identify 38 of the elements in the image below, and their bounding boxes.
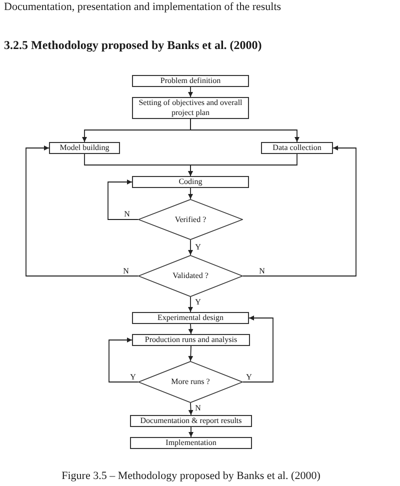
decision-diamond: More runs ? <box>138 361 243 403</box>
arrow <box>108 180 138 220</box>
edge-label: N <box>258 266 266 276</box>
arrow <box>188 346 194 362</box>
process-box: Implementation <box>130 437 252 449</box>
arrow <box>188 402 194 416</box>
figure-caption: Figure 3.5 – Methodology proposed by Banks et al. (2000) <box>60 469 322 483</box>
edge-label: Y <box>245 372 253 382</box>
decision-diamond: Verified ? <box>138 199 243 240</box>
edge-label: Y <box>194 242 202 252</box>
process-box: Experimental design <box>132 312 249 324</box>
edge-label: N <box>123 210 131 218</box>
edge-label: N <box>122 266 130 276</box>
arrow <box>190 118 300 142</box>
arrow <box>188 188 193 200</box>
edge-label: N <box>194 404 202 412</box>
arrow <box>188 324 194 334</box>
arrow <box>188 296 193 312</box>
arrow <box>188 86 193 98</box>
arrow <box>242 316 274 382</box>
arrow <box>242 146 356 276</box>
edge-label: Y <box>194 298 202 306</box>
arrow <box>188 240 193 256</box>
arrow <box>108 338 138 382</box>
arrow <box>188 154 298 176</box>
edge-label: Y <box>129 372 137 382</box>
process-box: Data collection <box>261 142 333 154</box>
process-box: Documentation & report results <box>130 415 252 427</box>
process-box: Production runs and analysis <box>132 334 250 346</box>
process-box: Model building <box>49 142 120 154</box>
running-text: Documentation, presentation and implementation of the results <box>4 0 282 14</box>
process-box: Coding <box>132 176 249 188</box>
arrow <box>26 146 138 276</box>
arrow <box>188 426 194 438</box>
process-box: Setting of objectives and overall project plan <box>132 97 249 119</box>
decision-diamond: Validated ? <box>138 255 243 297</box>
section-heading: 3.2.5 Methodology proposed by Banks et al. (2000) <box>4 37 262 53</box>
process-box: Problem definition <box>132 75 249 87</box>
